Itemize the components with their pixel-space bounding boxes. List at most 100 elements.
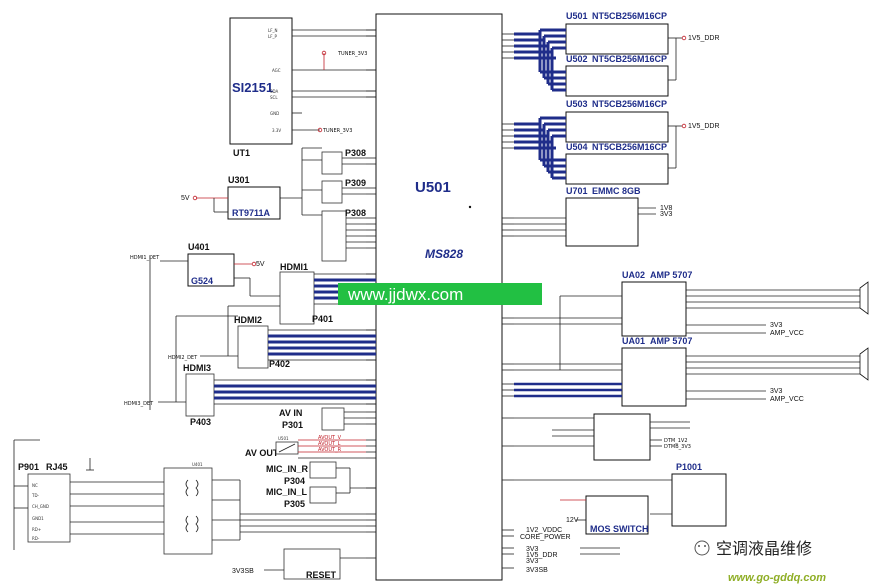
hdmi2-ref: P402 bbox=[269, 359, 290, 369]
emmc-rail-1: 1V8 bbox=[660, 205, 673, 212]
emmc-part: EMMC 8GB bbox=[592, 186, 641, 196]
u301-rail: 5V bbox=[181, 195, 190, 202]
svg-text:CH_GND: CH_GND bbox=[32, 504, 49, 509]
pwr-net-4: 1V5_DDR bbox=[526, 552, 558, 559]
tuner-net-2: TUNER_3V3 bbox=[322, 128, 352, 134]
svg-text:AVOUT_V: AVOUT_V bbox=[318, 435, 342, 441]
audio-amp-ua02: UA02 AMP 5707 3V3 AMP_VCC bbox=[514, 270, 869, 370]
ddr-memory-group: U501 NT5CB256M16CP U502 NT5CB256M16CP U5… bbox=[514, 11, 720, 185]
hdmi-power-switch-u401: U401 G524 5V HDMI1_DET bbox=[130, 242, 280, 410]
emmc-rail-2: 3V3 bbox=[660, 211, 673, 218]
svg-text:LF_N: LF_N bbox=[268, 28, 278, 33]
av-out-label: AV OUT bbox=[245, 448, 279, 458]
tuner-net-1: TUNER_3V3 bbox=[337, 51, 367, 57]
hdmi2-det-net: HDMI2_DET bbox=[168, 355, 198, 361]
usb-port-1-label: P308 bbox=[345, 148, 366, 158]
hdmi1-label: HDMI1 bbox=[280, 262, 308, 272]
amp2-ref: UA01 bbox=[622, 336, 645, 346]
hdmi-port-2: HDMI2 P402 HDMI2_DET bbox=[168, 305, 376, 369]
hdmi3-det-net: HDMI3_DET bbox=[124, 401, 154, 407]
mic-in-circuit: MIC_IN_R P304 MIC_IN_L P305 bbox=[266, 461, 376, 509]
rj45-ref: P901 bbox=[18, 462, 39, 472]
amp1-rail-1: 3V3 bbox=[770, 322, 783, 329]
pwr-net-1: 1V2_VDDC bbox=[526, 527, 562, 534]
pwr-net-6: 3V3SB bbox=[526, 567, 548, 574]
mic-r-label: MIC_IN_R bbox=[266, 464, 309, 474]
amp1-rail-2: AMP_VCC bbox=[770, 330, 804, 337]
ddr1-part: NT5CB256M16CP bbox=[592, 11, 667, 21]
av-in-ref: P301 bbox=[282, 420, 303, 430]
usb-port-group: P308 P309 P308 bbox=[280, 147, 366, 262]
emmc-ref: U701 bbox=[566, 186, 588, 196]
ddr2-ref: U502 bbox=[566, 54, 588, 64]
ddr4-part: NT5CB256M16CP bbox=[592, 142, 667, 152]
tuner-ut1-block: SI2151 UT1 TUNER_3V3 TUNER_3V3 LF_NLF_PA… bbox=[229, 17, 376, 158]
reset-circuit: RESET 3V3SB bbox=[232, 548, 366, 580]
svg-text:NC: NC bbox=[32, 483, 38, 488]
amp2-rail-1: 3V3 bbox=[770, 388, 783, 395]
tcon-net-1: DTM_1V2 bbox=[664, 438, 688, 444]
pwr-net-2: CORE_POWER bbox=[520, 534, 571, 541]
rj45-part: RJ45 bbox=[46, 462, 68, 472]
wechat-icon bbox=[694, 540, 710, 556]
ddr3-part: NT5CB256M16CP bbox=[592, 99, 667, 109]
usb-power-switch-u301: U301 RT9711A 5V bbox=[181, 175, 281, 220]
mic-r-ref: P304 bbox=[284, 476, 305, 486]
emmc-u701: U701 EMMC 8GB 1V8 3V3 bbox=[514, 186, 673, 247]
tuner-part-label: SI2151 bbox=[232, 80, 273, 95]
audio-amp-ua01: UA01 AMP 5707 3V3 AMP_VCC bbox=[514, 336, 869, 407]
amp2-part: AMP 5707 bbox=[650, 336, 692, 346]
watermark-url: www.jjdwx.com bbox=[347, 285, 463, 304]
reset-label: RESET bbox=[306, 570, 337, 580]
u401-ref-label: U401 bbox=[188, 242, 210, 252]
av-out-ref: U501 bbox=[278, 436, 289, 441]
ddr2-part: NT5CB256M16CP bbox=[592, 54, 667, 64]
u401-rail: 5V bbox=[256, 261, 265, 268]
ddr3-ref: U503 bbox=[566, 99, 588, 109]
svg-text:AGC: AGC bbox=[272, 68, 281, 73]
u301-part-label: RT9711A bbox=[232, 208, 271, 218]
amp1-ref: UA02 bbox=[622, 270, 645, 280]
soc-part-label: MS828 bbox=[425, 247, 463, 261]
mos-switch: MOS SWITCH 12V bbox=[560, 495, 649, 555]
tcon-net-2: DTMB_3V3 bbox=[664, 444, 691, 450]
hdmi-port-3: HDMI3 P403 HDMI3_DET bbox=[124, 315, 376, 427]
svg-text:3.3V: 3.3V bbox=[272, 128, 281, 133]
svg-text:GND: GND bbox=[270, 111, 279, 116]
u401-det-net: HDMI1_DET bbox=[130, 255, 160, 261]
amp2-rail-2: AMP_VCC bbox=[770, 396, 804, 403]
svg-text:SDA: SDA bbox=[270, 89, 279, 94]
mos-label: MOS SWITCH bbox=[590, 524, 649, 534]
usb-port-2-label: P309 bbox=[345, 178, 366, 188]
svg-text:RD+: RD+ bbox=[32, 527, 41, 532]
hdmi1-ref: P401 bbox=[312, 314, 333, 324]
connector-p1001: P1001 bbox=[514, 462, 727, 527]
svg-text:GND1: GND1 bbox=[32, 516, 44, 521]
u301-ref-label: U301 bbox=[228, 175, 250, 185]
svg-text:TD-: TD- bbox=[31, 493, 40, 498]
mic-l-label: MIC_IN_L bbox=[266, 487, 308, 497]
svg-text:RD-: RD- bbox=[32, 536, 40, 541]
svg-text:U401: U401 bbox=[192, 462, 203, 467]
watermark-site-url: www.go-gddq.com bbox=[728, 572, 826, 584]
svg-text:SCL: SCL bbox=[270, 95, 278, 100]
watermark-brand: 空调液晶维修 www.go-gddq.com bbox=[694, 539, 826, 584]
av-in-label: AV IN bbox=[279, 408, 302, 418]
av-in-connector: AV IN P301 bbox=[279, 407, 366, 431]
ddr-rail-2: 1V5_DDR bbox=[688, 123, 720, 130]
mos-rail: 12V bbox=[566, 517, 579, 524]
svg-text:LF_P: LF_P bbox=[268, 34, 278, 39]
ddr4-ref: U504 bbox=[566, 142, 588, 152]
pwr-net-5: 3V3 bbox=[526, 558, 539, 565]
soc-ref-label: U501 bbox=[415, 179, 451, 196]
amp1-part: AMP 5707 bbox=[650, 270, 692, 280]
speaker-1-icon bbox=[859, 281, 869, 315]
mic-l-ref: P305 bbox=[284, 499, 305, 509]
watermark-brand-text: 空调液晶维修 bbox=[716, 539, 812, 558]
power-net-labels: 1V2_VDDC CORE_POWER 3V3 1V5_DDR 3V3 3V3S… bbox=[520, 527, 571, 574]
reset-rail: 3V3SB bbox=[232, 568, 254, 575]
svg-text:AVOUT_R: AVOUT_R bbox=[318, 447, 342, 453]
tcon-connector: DTM_1V2 DTMB_3V3 bbox=[514, 413, 691, 461]
